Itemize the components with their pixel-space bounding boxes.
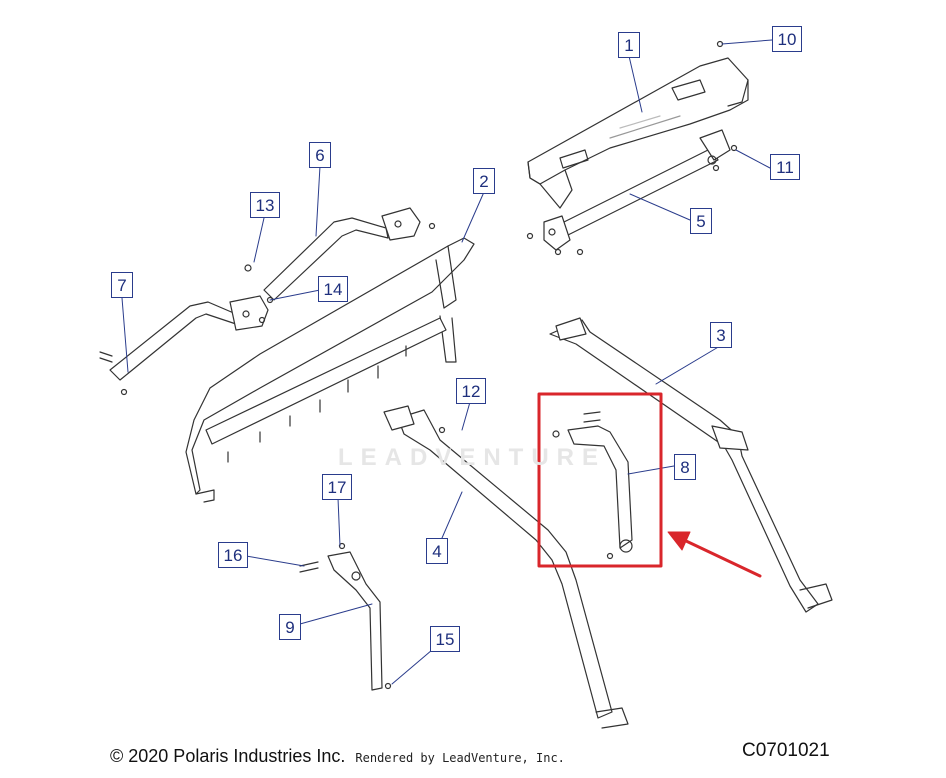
front-bar-part-2 <box>185 237 475 503</box>
callout-17[interactable]: 17 <box>322 474 352 500</box>
callout-8[interactable]: 8 <box>674 454 696 480</box>
footer-copyright: © 2020 Polaris Industries Inc. Rendered b… <box>110 746 565 767</box>
copyright-text: © 2020 Polaris Industries Inc. <box>110 746 346 766</box>
rear-crossbar-part-5 <box>543 129 731 251</box>
leader-lines <box>121 39 773 685</box>
hardware-fasteners <box>120 40 738 550</box>
callout-1[interactable]: 1 <box>618 32 640 58</box>
rendered-by-text: Rendered by LeadVenture, Inc. <box>355 751 565 765</box>
callout-7[interactable]: 7 <box>111 272 133 298</box>
callout-11[interactable]: 11 <box>770 154 800 180</box>
callout-3[interactable]: 3 <box>710 322 732 348</box>
pillar-part-4 <box>383 405 629 729</box>
side-bar-upper-part-6 <box>263 207 421 301</box>
brace-part-9 <box>299 551 392 691</box>
rear-pillar-part-3 <box>549 317 833 613</box>
highlight-box <box>537 392 663 568</box>
diagram-code: C0701021 <box>742 740 830 761</box>
side-bar-lower-part-7 <box>99 295 269 381</box>
brace-part-8 <box>552 411 633 560</box>
callout-9[interactable]: 9 <box>279 614 301 640</box>
callout-6[interactable]: 6 <box>309 142 331 168</box>
callout-5[interactable]: 5 <box>690 208 712 234</box>
roof-panel-part-1 <box>527 57 749 209</box>
callout-2[interactable]: 2 <box>473 168 495 194</box>
callout-12[interactable]: 12 <box>456 378 486 404</box>
highlight-arrow <box>667 531 762 578</box>
callout-16[interactable]: 16 <box>218 542 248 568</box>
callout-10[interactable]: 10 <box>772 26 802 52</box>
callout-14[interactable]: 14 <box>318 276 348 302</box>
watermark: LEADVENTURE <box>338 444 607 471</box>
callout-15[interactable]: 15 <box>430 626 460 652</box>
callout-13[interactable]: 13 <box>250 192 280 218</box>
callout-4[interactable]: 4 <box>426 538 448 564</box>
